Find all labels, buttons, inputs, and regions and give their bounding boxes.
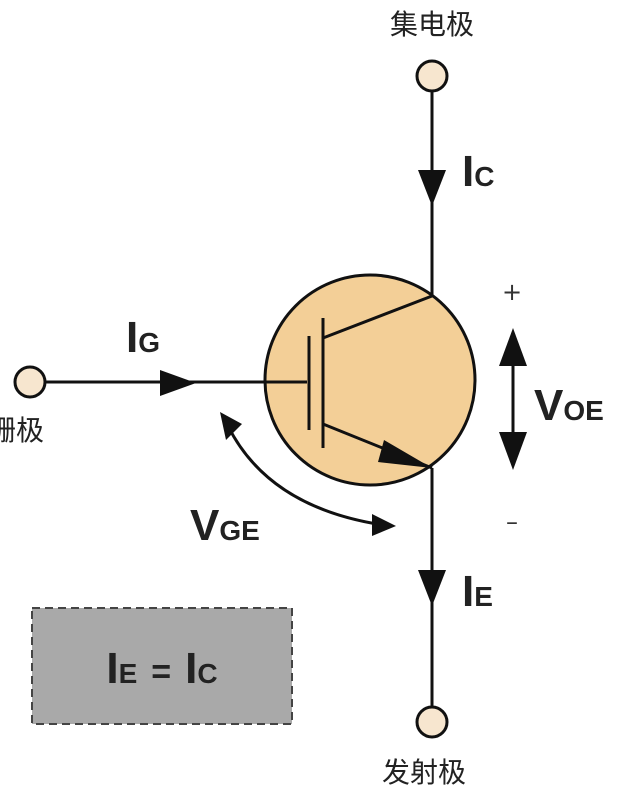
- gate-terminal: [13, 365, 47, 399]
- collector-current-label: IC: [462, 147, 494, 196]
- vge-arc: [226, 425, 391, 528]
- voe-arrow-bottom: [499, 432, 527, 470]
- collector-current-arrow: [418, 170, 446, 206]
- equation-text: IE=IC: [106, 644, 217, 693]
- emitter-arrow: [378, 440, 432, 468]
- emitter-label: 发射极: [382, 756, 466, 789]
- plus-sign: +: [502, 278, 522, 306]
- equation-box: [31, 607, 293, 725]
- emitter-current-label: IE: [462, 567, 493, 616]
- emitter-terminal: [415, 705, 449, 739]
- collector-label: 集电极: [390, 8, 474, 41]
- voe-label: VOE: [534, 381, 604, 430]
- collector-lead: [322, 294, 433, 340]
- voe-arrow-top: [499, 328, 527, 366]
- vge-arrow-head-right: [372, 514, 396, 536]
- vge-label: VGE: [190, 501, 260, 550]
- minus-sign: –: [506, 508, 518, 536]
- transistor-body: [263, 273, 477, 487]
- collector-terminal: [415, 59, 449, 93]
- emitter-current-arrow: [418, 570, 446, 606]
- gate-current-arrow: [160, 370, 196, 396]
- gate-current-label: IG: [126, 313, 160, 362]
- gate-label: 栅极: [0, 414, 44, 447]
- vge-arrow-head-top: [220, 412, 242, 440]
